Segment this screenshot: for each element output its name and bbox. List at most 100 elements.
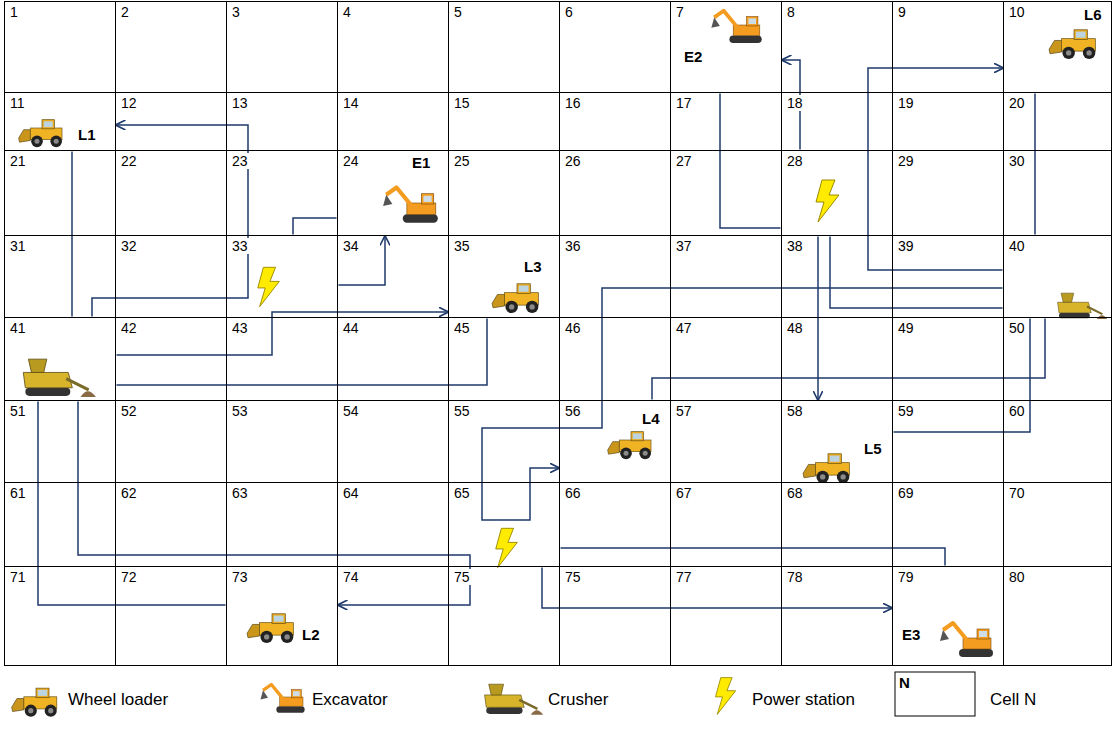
grid-cell: 38 <box>781 235 893 318</box>
grid-cell: 13 <box>226 92 338 151</box>
cell-number: 45 <box>452 320 472 336</box>
grid-cell: 5 <box>448 1 560 93</box>
cell-number: 34 <box>341 238 361 254</box>
cell-number: 77 <box>674 569 694 585</box>
equipment-label: N <box>899 674 910 691</box>
wheel-loader-icon <box>492 284 538 313</box>
cell-number: 8 <box>785 4 797 20</box>
cell-number: 58 <box>785 403 805 419</box>
cell-number: 37 <box>674 238 694 254</box>
grid-cell: 69 <box>892 482 1004 567</box>
grid-cell: 35 <box>448 235 560 318</box>
cell-number: 4 <box>341 4 353 20</box>
grid-cell: 2 <box>115 1 227 93</box>
power-station-icon <box>816 180 839 222</box>
cell-number: 29 <box>896 153 916 169</box>
legend-excavator-icon <box>261 685 305 713</box>
grid-cell: 26 <box>559 150 671 236</box>
grid-cell: 9 <box>892 1 1004 93</box>
legend-text: Power station <box>752 689 855 711</box>
grid-cell: 52 <box>115 400 227 483</box>
cell-number: 11 <box>8 95 27 111</box>
cell-number: 15 <box>452 95 472 111</box>
grid-cell: 50 <box>1003 317 1112 401</box>
grid-cell: 63 <box>226 482 338 567</box>
wheel-loader-icon <box>19 120 62 148</box>
grid-cell: 73 <box>226 566 338 666</box>
grid-cell: 29 <box>892 150 1004 236</box>
grid-cell: 60 <box>1003 400 1112 483</box>
grid-cell: 43 <box>226 317 338 401</box>
cell-number: 64 <box>341 485 361 501</box>
equipment-label: L1 <box>78 126 96 143</box>
excavator-icon <box>711 11 761 43</box>
grid-cell: 24 <box>337 150 449 236</box>
equipment-label: E3 <box>902 626 920 643</box>
cell-number: 12 <box>119 95 139 111</box>
legend-power-icon <box>716 678 736 715</box>
route-line <box>117 319 488 386</box>
grid-cell: 44 <box>337 317 449 401</box>
cell-number: 35 <box>452 238 472 254</box>
cell-number: 10 <box>1007 4 1027 20</box>
legend-text: Cell N <box>990 689 1036 711</box>
grid-cell: 36 <box>559 235 671 318</box>
legend-text: Wheel loader <box>68 689 168 711</box>
cell-number: 65 <box>452 485 472 501</box>
grid-cell: 79 <box>892 566 1004 666</box>
route-line <box>1034 94 1036 235</box>
cell-number: 43 <box>230 320 250 336</box>
grid-cell: 51 <box>4 400 116 483</box>
grid-cell: 53 <box>226 400 338 483</box>
excavator-icon <box>940 623 993 657</box>
wheel-loader-icon <box>247 614 293 643</box>
grid-cell: 74 <box>337 566 449 666</box>
cell-number: 56 <box>563 403 583 419</box>
legend-crusher-icon <box>485 684 544 715</box>
cell-number: 27 <box>674 153 694 169</box>
grid-cell: 80 <box>1003 566 1112 666</box>
grid-cell: 48 <box>781 317 893 401</box>
cell-number: 22 <box>119 153 139 169</box>
cell-number: 2 <box>119 4 131 20</box>
cell-number: 66 <box>563 485 583 501</box>
equipment-label: E1 <box>412 154 430 171</box>
grid-cell: 62 <box>115 482 227 567</box>
cell-number: 63 <box>230 485 250 501</box>
grid-cell: 1 <box>4 1 116 93</box>
legend-cell-box <box>895 672 975 716</box>
route-line <box>293 218 337 235</box>
excavator-icon <box>383 188 438 223</box>
cell-number: 73 <box>230 569 250 585</box>
grid-cell: 25 <box>448 150 560 236</box>
cell-number: 72 <box>119 569 139 585</box>
grid-cell: 78 <box>781 566 893 666</box>
grid-cell: 15 <box>448 92 560 151</box>
legend-loader-icon <box>12 688 57 717</box>
equipment-label: L2 <box>302 626 320 643</box>
cell-number: 50 <box>1007 320 1027 336</box>
grid-cell: 75 <box>559 566 671 666</box>
cell-number: 71 <box>8 569 28 585</box>
cell-number: 67 <box>674 485 694 501</box>
wheel-loader-icon <box>1049 30 1095 59</box>
cell-number: 54 <box>341 403 361 419</box>
cell-number: 79 <box>896 569 916 585</box>
cell-number: 61 <box>8 485 28 501</box>
power-station-icon <box>258 267 280 306</box>
cell-number: 23 <box>230 153 250 169</box>
cell-number: 59 <box>896 403 916 419</box>
cell-number: 24 <box>341 153 361 169</box>
route-line <box>894 319 1031 433</box>
grid-cell: 22 <box>115 150 227 236</box>
cell-number: 25 <box>452 153 472 169</box>
route-line <box>38 402 226 606</box>
grid-cell: 47 <box>670 317 782 401</box>
grid-cell: 6 <box>559 1 671 93</box>
grid-cell: 75 <box>448 566 560 666</box>
grid-cell: 72 <box>115 566 227 666</box>
grid-cell: 61 <box>4 482 116 567</box>
